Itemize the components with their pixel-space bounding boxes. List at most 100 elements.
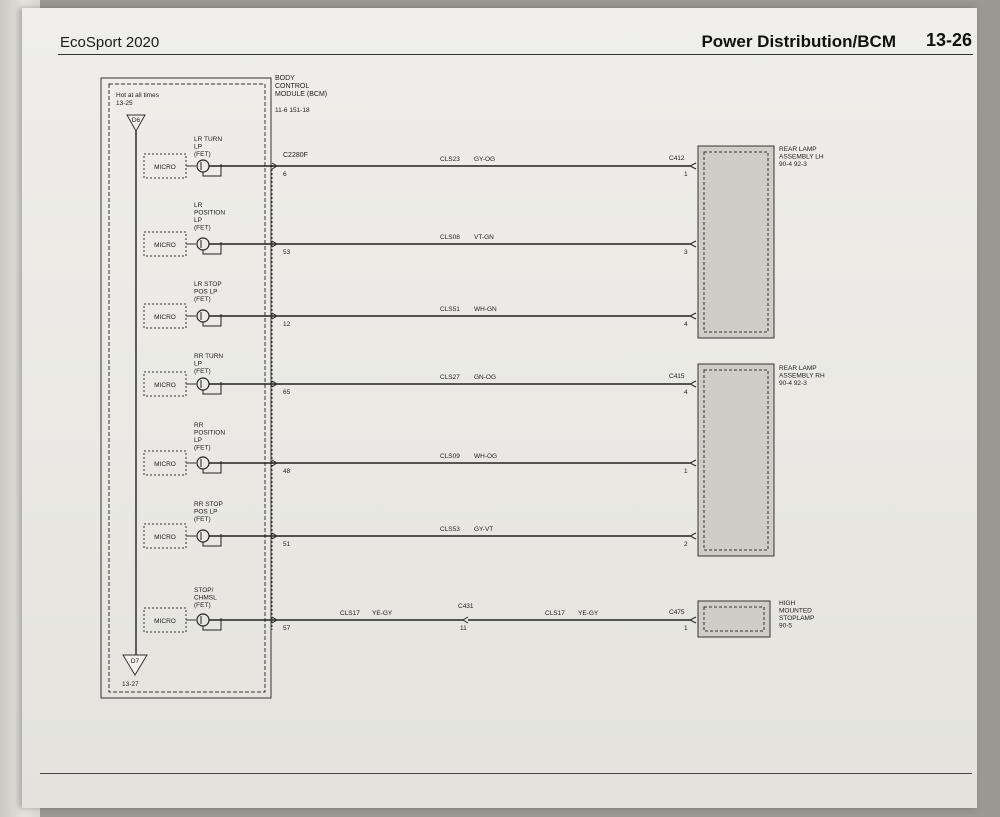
circuit-fet-label: (FET) (194, 445, 211, 452)
manual-page (22, 8, 977, 808)
component-pin-arrow (688, 240, 697, 248)
wire-circuit-label: CLS08 (440, 234, 460, 241)
component-label: 90-5 (779, 623, 792, 630)
component-pin-arrow (688, 162, 697, 170)
component-connector-id: C412 (669, 155, 685, 162)
circuit-fet-label: LR TURN (194, 136, 222, 143)
circuit-fet-label: RR STOP (194, 501, 223, 508)
inline-connector-id: C431 (458, 603, 474, 610)
component-label: HIGH (779, 600, 796, 607)
wire-color-label: YE-GY (578, 610, 599, 617)
component-label: MOUNTED (779, 608, 812, 615)
circuit-fet-label: (FET) (194, 151, 211, 158)
component-pin-number: 2 (684, 541, 688, 548)
component-pin-arrow (688, 459, 697, 467)
component-pin-number: 3 (684, 249, 688, 256)
bcm-inner-dashed-box (108, 83, 266, 693)
component-label: STOPLAMP (779, 615, 814, 622)
component-connector-id: C475 (669, 609, 685, 616)
bcm-refs-label: 11-6 151-18 (275, 107, 310, 114)
wire-circuit-label: CLS09 (440, 453, 460, 460)
fet-transistor-icon (196, 377, 210, 391)
circuit-fet-label: POSITION (194, 210, 225, 217)
fet-return-trace (202, 534, 222, 547)
wire-circuit-label: CLS51 (440, 306, 460, 313)
bcm-name-label: CONTROL (275, 83, 309, 90)
fet-return-trace (202, 618, 222, 631)
component-pin-arrow (688, 312, 697, 320)
bcm-pin-number: 51 (283, 541, 291, 548)
bcm-pin-number: 53 (283, 249, 291, 256)
bcm-pin-number: 65 (283, 389, 291, 396)
bcm-pin-number: 48 (283, 468, 291, 475)
circuit-fet-label: CHMSL (194, 595, 217, 602)
micro-label: MICRO (154, 242, 176, 249)
component-pin-number: 1 (684, 625, 688, 632)
component-label: 90-4 92-3 (779, 161, 807, 168)
component-box (697, 600, 771, 638)
circuit-fet-label: RR (194, 422, 204, 429)
wire-color-label: GY-VT (474, 526, 493, 533)
fet-return-trace (202, 314, 222, 327)
inline-connector-arrow (462, 616, 469, 624)
fet-return-trace (202, 382, 222, 395)
component-label: ASSEMBLY LH (779, 154, 824, 161)
fet-transistor-icon (196, 456, 210, 470)
bcm-name-label: MODULE (BCM) (275, 91, 327, 98)
component-box (697, 363, 775, 557)
micro-label: MICRO (154, 164, 176, 171)
component-pin-number: 1 (684, 171, 688, 178)
circuit-fet-label: LR STOP (194, 281, 222, 288)
power-tag-d6-icon (126, 114, 146, 133)
circuit-fet-label: POS LP (194, 289, 217, 296)
fet-return-trace (202, 461, 222, 474)
circuit-fet-label: (FET) (194, 225, 211, 232)
wire-circuit-label: CLS17 (340, 610, 360, 617)
bcm-pin-number: 12 (283, 321, 291, 328)
component-inner-dashed-box (703, 369, 769, 551)
power-label: 13-25 (116, 100, 133, 107)
component-label: ASSEMBLY RH (779, 373, 825, 380)
wire-color-label: WH-OG (474, 453, 497, 460)
circuit-fet-label: POS LP (194, 509, 217, 516)
component-label: REAR LAMP (779, 146, 817, 153)
component-box (697, 145, 775, 339)
component-pin-arrow (688, 616, 697, 624)
fet-transistor-icon (196, 529, 210, 543)
wire-color-label: YE-GY (372, 610, 393, 617)
circuit-fet-label: LP (194, 217, 202, 224)
bcm-pin-number: 6 (283, 171, 287, 178)
power-tag-d7-icon (122, 654, 148, 676)
component-pin-number: 4 (684, 389, 688, 396)
circuit-fet-label: (FET) (194, 602, 211, 609)
micro-label: MICRO (154, 618, 176, 625)
wire-color-label: VT-GN (474, 234, 494, 241)
circuit-fet-label: LP (194, 144, 202, 151)
wire-color-label: WH-GN (474, 306, 497, 313)
section-title: Power Distribution/BCM (701, 32, 896, 51)
component-pin-number: 4 (684, 321, 688, 328)
circuit-fet-label: (FET) (194, 516, 211, 523)
component-connector-id: C415 (669, 373, 685, 380)
circuit-fet-label: RR TURN (194, 353, 223, 360)
circuit-fet-label: LP (194, 437, 202, 444)
wire-color-label: GN-OG (474, 374, 496, 381)
micro-label: MICRO (154, 534, 176, 541)
fet-transistor-icon (196, 309, 210, 323)
wire-color-label: GY-OG (474, 156, 495, 163)
fet-transistor-icon (196, 159, 210, 173)
component-pin-arrow (688, 532, 697, 540)
component-inner-dashed-box (703, 151, 769, 333)
fet-transistor-icon (196, 237, 210, 251)
circuit-fet-label: (FET) (194, 296, 211, 303)
component-pin-number: 1 (684, 468, 688, 475)
header-rule (58, 54, 973, 55)
micro-label: MICRO (154, 314, 176, 321)
doc-title: EcoSport 2020 (60, 34, 160, 51)
component-label: 90-4 92-3 (779, 380, 807, 387)
component-inner-dashed-box (703, 606, 765, 632)
fet-return-trace (202, 242, 222, 255)
bcm-outer-box (100, 77, 272, 699)
micro-label: MICRO (154, 461, 176, 468)
wire-circuit-label: CLS53 (440, 526, 460, 533)
